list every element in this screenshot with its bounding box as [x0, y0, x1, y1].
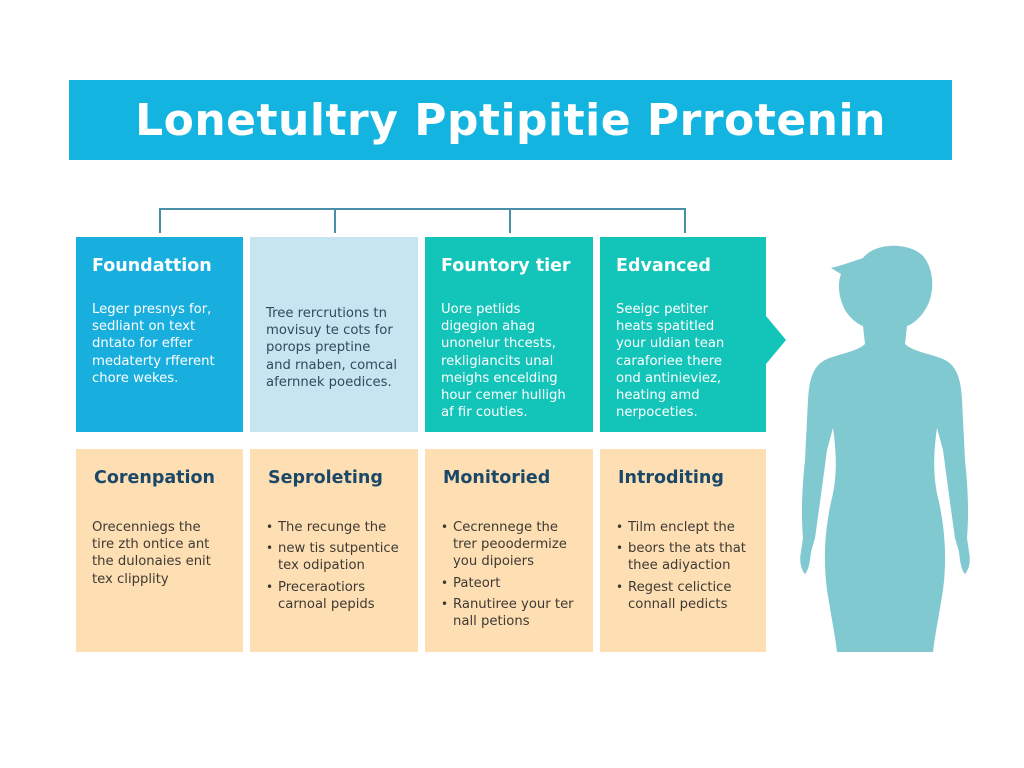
- card-heading: Seproleting: [268, 468, 383, 488]
- card-text-line: Leger presnys for,: [92, 302, 212, 317]
- bullet-item: Ranutiree your ter nall petions: [441, 596, 577, 630]
- page-title: Lonetultry Pptipitie Prrotenin: [135, 94, 886, 146]
- bullet-item: Preceraotiors carnoal pepids: [266, 579, 402, 613]
- connector-drop-2: [334, 208, 336, 233]
- card-text-line: rekligiancits unal: [441, 353, 554, 369]
- card-monitoried: Monitoried Cecrennege the trer peoodermi…: [425, 449, 593, 652]
- card-seproleting: Seproleting The recunge the new tis sutp…: [250, 449, 418, 652]
- card-heading: Corenpation: [94, 468, 216, 488]
- bullet-list: Tilm enclept the beors the ats that thee…: [616, 519, 750, 613]
- card-text-line: meighs encelding: [441, 370, 558, 386]
- bullet-item: new tis sutpentice tex odipation: [266, 540, 402, 574]
- card-light-blue: Tree rercrutions tn movisuy te cots for …: [250, 237, 418, 432]
- card-text-line: the dulonaies enit: [92, 554, 211, 570]
- card-text-line: digegion ahag: [441, 319, 536, 335]
- bullet-item: Pateort: [441, 575, 577, 592]
- card-heading: Fountory tier: [441, 256, 571, 276]
- card-text-line: afernnek poedices.: [266, 374, 392, 390]
- bullet-list: The recunge the new tis sutpentice tex o…: [266, 519, 402, 613]
- card-text-line: medaterty rfferent: [92, 353, 215, 369]
- card-text-line: Orecenniegs the: [92, 520, 201, 535]
- card-text-line: Seeigc petiter: [616, 302, 709, 317]
- card-foundation: Foundattion Leger presnys for, sedliant …: [76, 237, 243, 432]
- chevron-arrow-icon: [766, 316, 786, 364]
- card-body: Uore petlids digegion ahag unonelur thce…: [441, 301, 577, 421]
- connector-drop-4: [684, 208, 686, 233]
- card-text-line: caraforiee there: [616, 353, 722, 369]
- card-heading: Foundattion: [92, 256, 212, 276]
- card-text-line: ond antinieviez,: [616, 370, 722, 386]
- card-text-line: and rnaben, comcal: [266, 357, 398, 373]
- card-text-line: porops preptine: [266, 340, 371, 356]
- card-text-line: tire zth ontice ant: [92, 537, 210, 553]
- bullet-item: Regest celictice connall pedicts: [616, 579, 750, 613]
- bullet-item: beors the ats that thee adiyaction: [616, 540, 750, 574]
- card-heading: Monitoried: [443, 468, 551, 488]
- card-text-line: nerpoceties.: [616, 405, 698, 421]
- card-body: Leger presnys for, sedliant on text dnta…: [92, 301, 227, 387]
- card-text-line: chore wekes.: [92, 370, 179, 386]
- card-text-line: your uldian tean: [616, 336, 725, 352]
- connector-horizontal-line: [159, 208, 686, 210]
- card-text-line: heating amd: [616, 388, 700, 404]
- card-text-line: Tree rercrutions tn: [266, 306, 387, 321]
- card-text-line: hour cemer hulligh: [441, 388, 566, 404]
- bullet-list: Cecrennege the trer peoodermize you dipo…: [441, 519, 577, 630]
- human-silhouette-icon: [800, 245, 970, 652]
- card-text-line: dntato for effer: [92, 336, 193, 352]
- card-text-line: movisuy te cots for: [266, 323, 393, 339]
- bullet-item: Cecrennege the trer peoodermize you dipo…: [441, 519, 577, 571]
- card-text-line: sedliant on text: [92, 319, 196, 335]
- card-text-line: tex clipplity: [92, 571, 169, 587]
- card-text-line: unonelur thcests,: [441, 336, 556, 352]
- bullet-item: Tilm enclept the: [616, 519, 750, 536]
- card-body: Tree rercrutions tn movisuy te cots for …: [266, 305, 402, 391]
- card-corenpation: Corenpation Orecenniegs the tire zth ont…: [76, 449, 243, 652]
- card-body: Seeigc petiter heats spatitled your uldi…: [616, 301, 750, 421]
- card-text-line: heats spatitled: [616, 319, 715, 335]
- card-heading: Edvanced: [616, 256, 711, 276]
- card-body: Orecenniegs the tire zth ontice ant the …: [92, 519, 227, 588]
- bullet-item: The recunge the: [266, 519, 402, 536]
- card-edvanced: Edvanced Seeigc petiter heats spatitled …: [600, 237, 766, 432]
- connector-drop-1: [159, 208, 161, 233]
- card-text-line: Uore petlids: [441, 302, 521, 317]
- card-heading: Introditing: [618, 468, 724, 488]
- card-fountory-tier: Fountory tier Uore petlids digegion ahag…: [425, 237, 593, 432]
- title-banner: Lonetultry Pptipitie Prrotenin: [69, 80, 952, 160]
- connector-drop-3: [509, 208, 511, 233]
- card-text-line: af fir couties.: [441, 405, 528, 421]
- card-introditing: Introditing Tilm enclept the beors the a…: [600, 449, 766, 652]
